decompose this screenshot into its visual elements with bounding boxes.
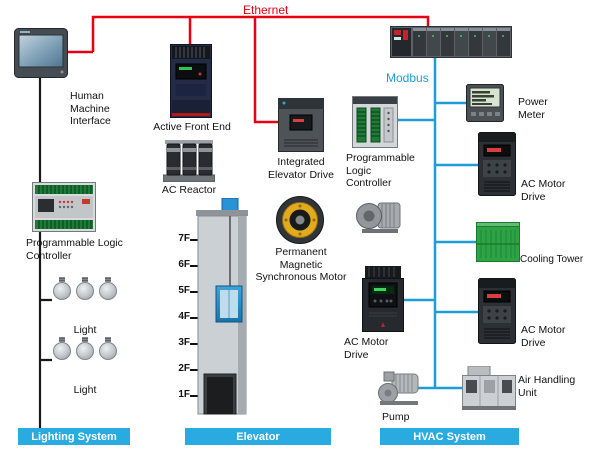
light-bulb-icon: [99, 337, 117, 360]
floor-label-4f: 4F: [178, 311, 190, 322]
light-bulb-icon: [53, 277, 71, 300]
floor-tick-marks: [190, 239, 200, 397]
plc-right-device[interactable]: [352, 96, 398, 148]
plc-rack-device[interactable]: [390, 26, 512, 58]
pump-device[interactable]: [376, 366, 420, 406]
plc-left-label: Programmable Logic Controller: [26, 237, 123, 262]
ac-motor-drive-mid-label: AC Motor Drive: [344, 336, 389, 361]
floor-label-2f: 2F: [178, 363, 190, 374]
power-meter-device[interactable]: [466, 84, 504, 122]
plc-left-device[interactable]: [32, 182, 96, 232]
light-2-label: Light: [73, 384, 97, 396]
plc-right-label: Programmable Logic Controller: [346, 152, 415, 190]
pm-synchronous-motor-device[interactable]: [276, 196, 324, 244]
light-bulb-icon: [76, 277, 94, 300]
light-bulb-icon: [53, 337, 71, 360]
ac-motor-drive-right-top-label: AC Motor Drive: [521, 178, 566, 203]
hmi-device[interactable]: [14, 28, 68, 78]
elevator-banner: Elevator: [185, 428, 331, 445]
air-handling-unit-label: Air Handling Unit: [518, 374, 576, 399]
active-front-end-device[interactable]: [170, 44, 212, 118]
hmi-label: Human Machine Interface: [70, 90, 111, 128]
integrated-elevator-drive-label: Integrated Elevator Drive: [268, 156, 334, 181]
ethernet-wire: [68, 15, 430, 124]
ac-reactor-label: AC Reactor: [161, 184, 217, 196]
cooling-tower-device[interactable]: [476, 220, 520, 262]
ac-motor-drive-right-bottom-label: AC Motor Drive: [521, 324, 566, 349]
floor-label-1f: 1F: [178, 389, 190, 400]
active-front-end-label: Active Front End: [153, 121, 231, 133]
ac-motor-drive-right-top-device[interactable]: [478, 132, 516, 196]
modbus-label: Modbus: [386, 71, 429, 85]
light-1-label: Light: [73, 324, 97, 336]
elevator-shaft[interactable]: [196, 198, 254, 422]
pump-label: Pump: [382, 411, 410, 423]
hvac-system-banner: HVAC System: [380, 428, 519, 445]
light-group-2[interactable]: [52, 336, 118, 360]
floor-label-6f: 6F: [178, 259, 190, 270]
integrated-elevator-drive-device[interactable]: [278, 98, 324, 152]
ac-reactor-device[interactable]: [163, 138, 215, 182]
power-meter-label: Power Meter: [518, 96, 548, 121]
lighting-system-banner: Lighting System: [18, 428, 130, 445]
ac-motor-drive-right-bottom-device[interactable]: [478, 278, 516, 344]
gear-motor-device[interactable]: [356, 194, 402, 234]
floor-label-7f: 7F: [178, 233, 190, 244]
floor-label-3f: 3F: [178, 337, 190, 348]
light-group-1[interactable]: [52, 276, 118, 300]
light-bulb-icon: [76, 337, 94, 360]
air-handling-unit-device[interactable]: [462, 366, 516, 410]
pm-motor-label: Permanent Magnetic Synchronous Motor: [255, 246, 347, 284]
ac-motor-drive-mid-device[interactable]: [362, 266, 404, 332]
modbus-wire: [398, 58, 478, 390]
cooling-tower-label: Cooling Tower: [520, 254, 584, 265]
lighting-wire: [38, 78, 52, 428]
ethernet-label: Ethernet: [243, 3, 289, 17]
floor-label-5f: 5F: [178, 285, 190, 296]
light-bulb-icon: [99, 277, 117, 300]
